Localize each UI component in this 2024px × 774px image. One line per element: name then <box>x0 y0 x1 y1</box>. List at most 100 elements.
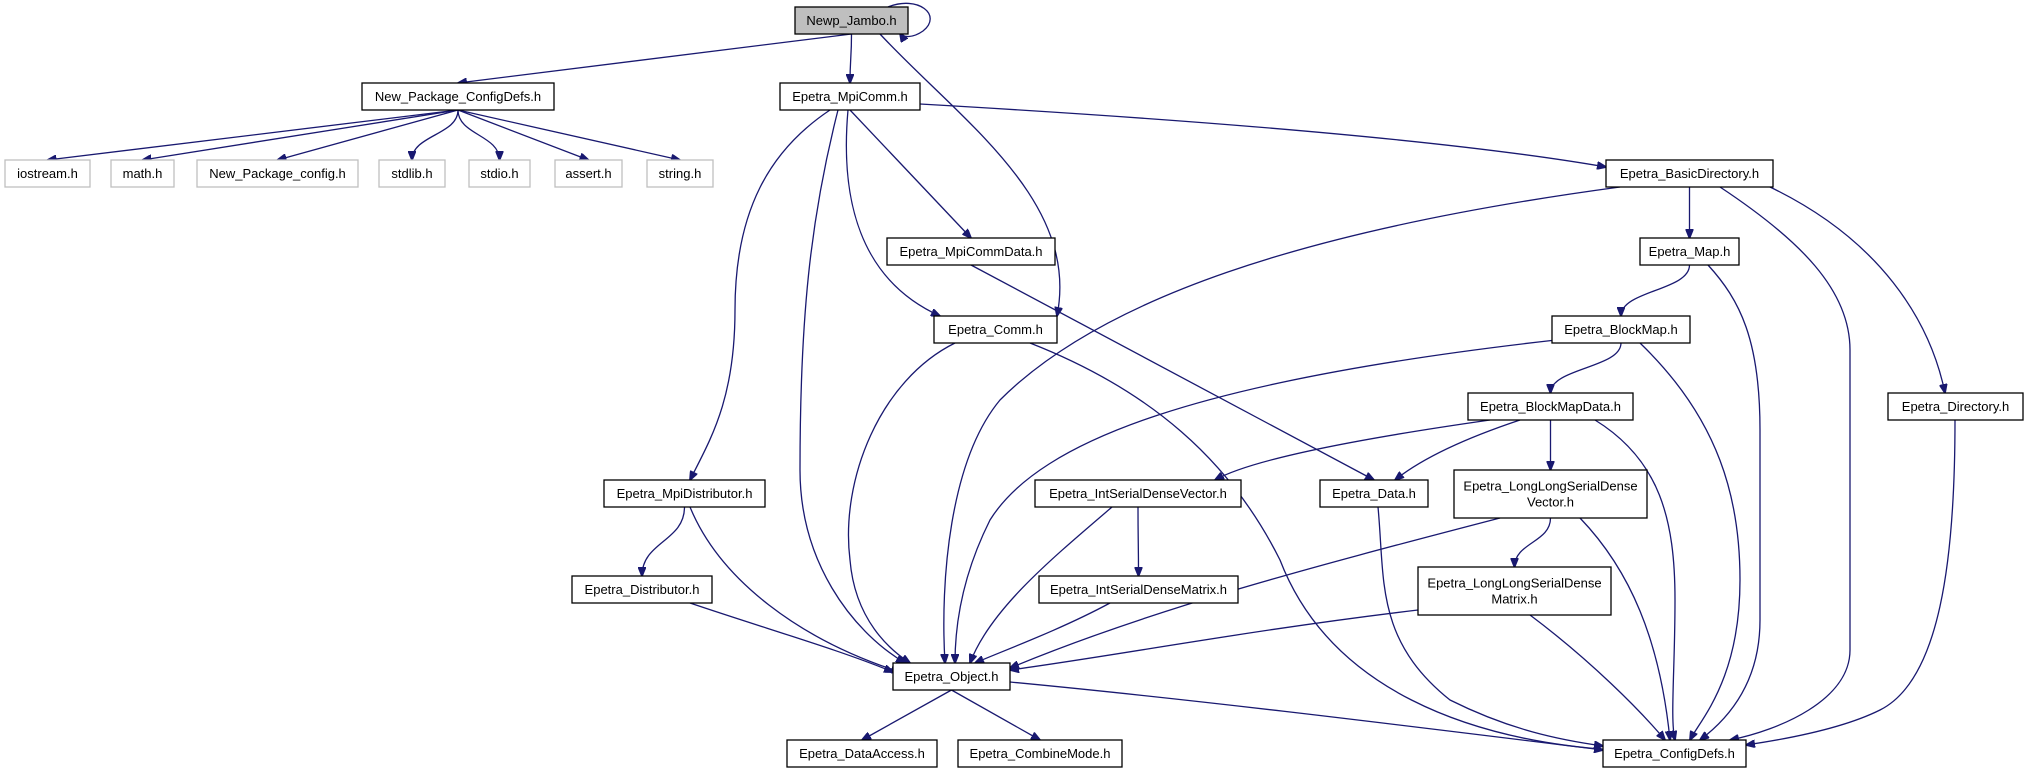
edge-newp_jambo-to-epetra_mpicomm <box>850 33 852 83</box>
node-label: iostream.h <box>17 166 78 181</box>
node-stdlib: stdlib.h <box>378 159 446 188</box>
node-label: stdio.h <box>480 166 518 181</box>
edge-new_package_configdefs-to-new_package_config <box>278 109 459 160</box>
node-epetra_intserialdensematrix[interactable]: Epetra_IntSerialDenseMatrix.h <box>1038 575 1239 604</box>
node-string: string.h <box>646 159 714 188</box>
node-epetra_blockmapdata[interactable]: Epetra_BlockMapData.h <box>1467 392 1634 421</box>
node-box <box>646 159 714 188</box>
node-box <box>892 662 1011 691</box>
edge-epetra_blockmapdata-to-epetra_data <box>1395 419 1521 480</box>
node-newp_jambo[interactable]: Newp_Jambo.h <box>794 6 909 35</box>
node-epetra_combinemode[interactable]: Epetra_CombineMode.h <box>957 739 1123 768</box>
node-label: stdlib.h <box>391 166 432 181</box>
node-box <box>1319 479 1429 508</box>
node-label: Epetra_Directory.h <box>1902 399 2009 414</box>
node-box <box>571 575 713 604</box>
node-new_package_configdefs[interactable]: New_Package_ConfigDefs.h <box>361 82 555 111</box>
edge-new_package_configdefs-to-math <box>143 109 459 160</box>
node-label: Epetra_IntSerialDenseMatrix.h <box>1050 582 1227 597</box>
node-label: Epetra_DataAccess.h <box>799 746 925 761</box>
node-box <box>1038 575 1239 604</box>
node-box <box>933 315 1058 344</box>
edge-epetra_longlongserialdensematrix-to-epetra_configdefs <box>1529 614 1665 740</box>
edge-new_package_configdefs-to-stdio <box>457 109 500 160</box>
edges <box>48 2 1956 750</box>
edge-epetra_map-to-epetra_configdefs <box>1700 264 1761 740</box>
node-epetra_dataaccess[interactable]: Epetra_DataAccess.h <box>786 739 938 768</box>
edge-newp_jambo-to-new_package_configdefs <box>458 33 852 83</box>
node-label: Epetra_BasicDirectory.h <box>1620 166 1759 181</box>
edge-epetra_comm-to-epetra_object <box>847 342 956 663</box>
edge-epetra_mpicomm-to-epetra_object <box>799 109 905 663</box>
edge-epetra_mpicomm-to-epetra_basicdirectory <box>919 103 1606 167</box>
edge-epetra_basicdirectory-to-epetra_object <box>944 186 1621 663</box>
edge-newp_jambo-to-newp_jambo <box>887 2 931 36</box>
node-new_package_config: New_Package_config.h <box>196 159 359 188</box>
edge-epetra_mpicomm-to-epetra_mpicommdata <box>849 109 971 238</box>
edge-epetra_distributor-to-epetra_object <box>689 602 893 672</box>
node-math: math.h <box>110 159 175 188</box>
node-label: Epetra_LongLongSerialDense <box>1427 576 1601 591</box>
edge-epetra_intserialdensevector-to-epetra_object <box>970 506 1113 663</box>
node-box <box>1551 315 1691 344</box>
edge-new_package_configdefs-to-assert <box>457 109 589 160</box>
node-label: Epetra_MpiDistributor.h <box>617 486 753 501</box>
node-label: assert.h <box>565 166 611 181</box>
edge-epetra_mpidistributor-to-epetra_distributor <box>642 506 686 576</box>
edge-new_package_configdefs-to-string <box>457 109 680 160</box>
node-epetra_intserialdensevector[interactable]: Epetra_IntSerialDenseVector.h <box>1034 479 1242 508</box>
node-label: New_Package_ConfigDefs.h <box>375 89 541 104</box>
node-box <box>196 159 359 188</box>
node-stdio: stdio.h <box>468 159 531 188</box>
node-box <box>1467 392 1634 421</box>
node-box <box>1034 479 1242 508</box>
node-box <box>1887 392 2024 421</box>
edge-epetra_blockmapdata-to-epetra_intserialdensevector <box>1215 419 1491 480</box>
edge-epetra_map-to-epetra_blockmap <box>1621 264 1691 316</box>
edge-epetra_intserialdensevector-to-epetra_intserialdensematrix <box>1138 506 1139 576</box>
edge-epetra_data-to-epetra_configdefs <box>1377 506 1603 746</box>
node-label: Epetra_MpiComm.h <box>792 89 908 104</box>
node-epetra_basicdirectory[interactable]: Epetra_BasicDirectory.h <box>1605 159 1774 188</box>
node-epetra_data[interactable]: Epetra_Data.h <box>1319 479 1429 508</box>
edge-epetra_mpicomm-to-epetra_mpidistributor <box>690 109 831 480</box>
edge-epetra_longlongserialdensematrix-to-epetra_object <box>1010 609 1419 670</box>
node-box <box>554 159 623 188</box>
node-epetra_blockmap[interactable]: Epetra_BlockMap.h <box>1551 315 1691 344</box>
node-label: math.h <box>123 166 163 181</box>
node-box <box>4 159 91 188</box>
node-label: Epetra_ConfigDefs.h <box>1614 746 1735 761</box>
node-label: New_Package_config.h <box>209 166 346 181</box>
node-box <box>1417 566 1612 616</box>
node-label: Newp_Jambo.h <box>806 13 896 28</box>
node-label: Vector.h <box>1527 495 1574 510</box>
node-epetra_directory[interactable]: Epetra_Directory.h <box>1887 392 2024 421</box>
node-label: Epetra_Map.h <box>1649 244 1731 259</box>
node-epetra_mpicommdata[interactable]: Epetra_MpiCommData.h <box>886 237 1056 266</box>
node-box <box>779 82 921 111</box>
edge-epetra_basicdirectory-to-epetra_configdefs <box>1719 186 1851 740</box>
node-epetra_mpicomm[interactable]: Epetra_MpiComm.h <box>779 82 921 111</box>
node-epetra_comm[interactable]: Epetra_Comm.h <box>933 315 1058 344</box>
edge-epetra_longlongserialdensevector-to-epetra_configdefs <box>1579 517 1670 740</box>
node-label: Epetra_LongLongSerialDense <box>1463 479 1637 494</box>
node-label: Matrix.h <box>1491 592 1537 607</box>
node-epetra_object[interactable]: Epetra_Object.h <box>892 662 1011 691</box>
node-label: Epetra_Data.h <box>1332 486 1416 501</box>
node-epetra_map[interactable]: Epetra_Map.h <box>1639 237 1740 266</box>
node-box <box>1639 237 1740 266</box>
node-epetra_configdefs[interactable]: Epetra_ConfigDefs.h <box>1602 739 1747 768</box>
node-label: string.h <box>659 166 702 181</box>
node-assert: assert.h <box>554 159 623 188</box>
node-box <box>1453 469 1648 519</box>
edge-epetra_basicdirectory-to-epetra_directory <box>1769 186 1945 393</box>
node-epetra_mpidistributor[interactable]: Epetra_MpiDistributor.h <box>603 479 766 508</box>
edge-epetra_longlongserialdensevector-to-epetra_longlongserialdensematrix <box>1515 517 1552 567</box>
node-epetra_distributor[interactable]: Epetra_Distributor.h <box>571 575 713 604</box>
node-box <box>110 159 175 188</box>
edge-newp_jambo-to-epetra_comm <box>879 33 1060 316</box>
